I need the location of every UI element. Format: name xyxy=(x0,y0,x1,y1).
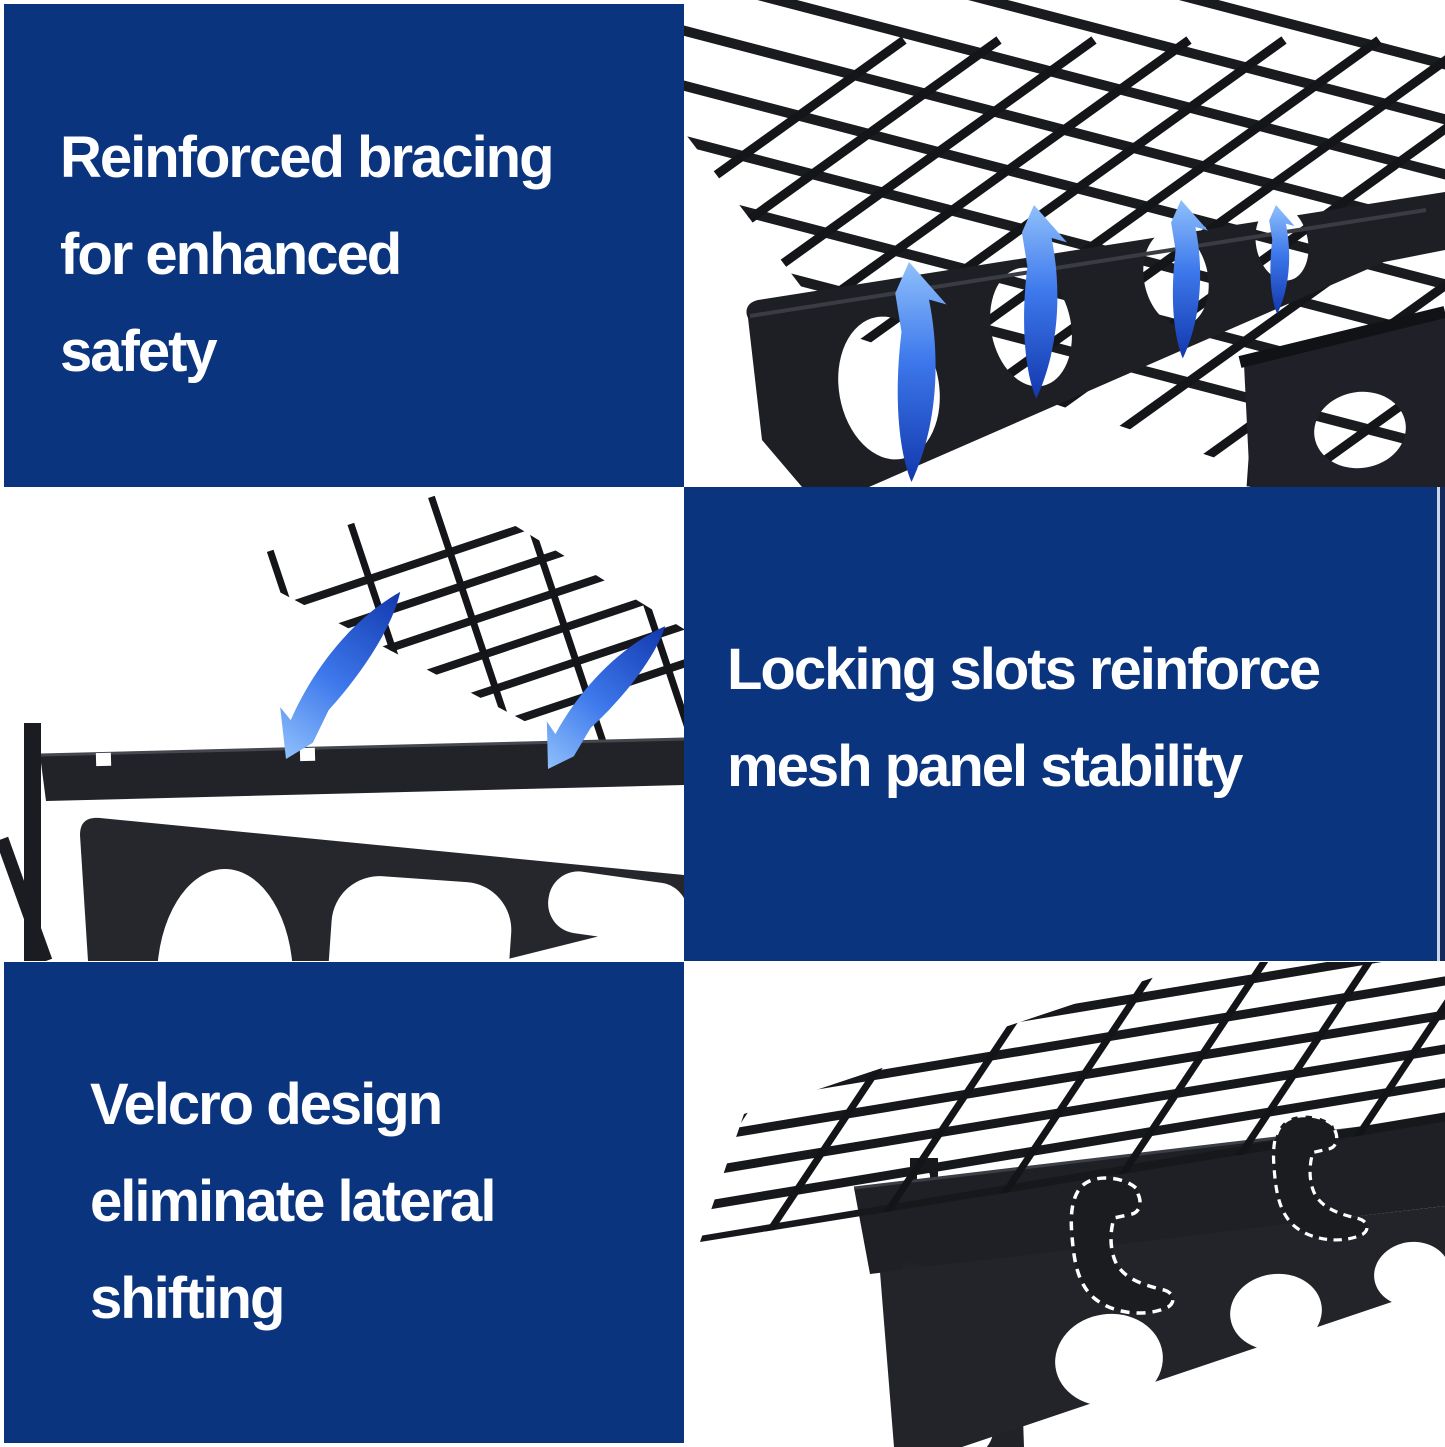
caption-locking-slots: Locking slots reinforce mesh panel stabi… xyxy=(727,621,1321,815)
panel-caption-locking-slots: Locking slots reinforce mesh panel stabi… xyxy=(684,487,1437,961)
bracket-band xyxy=(80,817,684,961)
bracing-bracket xyxy=(880,1206,1445,1447)
panel-edge-light xyxy=(1437,487,1440,961)
caption-line: shifting xyxy=(90,1266,285,1331)
caption-line: Reinforced bracing xyxy=(60,125,555,190)
caption-line: eliminate lateral xyxy=(90,1169,496,1234)
caption-line: Locking slots reinforce xyxy=(727,637,1321,702)
shelf-front-rail xyxy=(40,739,684,801)
bracket-edge-highlight xyxy=(749,208,1427,318)
panel-caption-reinforced-bracing: Reinforced bracing for enhanced safety xyxy=(4,4,684,487)
curved-arrow-down-icon xyxy=(257,573,413,767)
locking-slot xyxy=(299,747,316,762)
support-arm xyxy=(0,836,53,961)
caption-line: safety xyxy=(60,319,218,384)
locking-slot xyxy=(95,752,112,767)
caption-line: mesh panel stability xyxy=(727,734,1243,799)
panel-photo-locking-slots xyxy=(0,487,684,961)
panel-photo-velcro-straps xyxy=(684,962,1445,1447)
panel-caption-velcro-design: Velcro design eliminate lateral shifting xyxy=(4,962,684,1443)
caption-line: Velcro design xyxy=(90,1072,443,1137)
caption-line: for enhanced xyxy=(60,222,402,287)
velcro-straps-photo xyxy=(700,962,1445,1447)
panel-edge-dark xyxy=(1440,487,1445,961)
caption-reinforced-bracing: Reinforced bracing for enhanced safety xyxy=(60,109,555,400)
bracing-photo xyxy=(684,0,1445,487)
panel-photo-reinforced-bracing xyxy=(684,0,1445,487)
corner-bracket xyxy=(1238,306,1445,487)
caption-velcro-design: Velcro design eliminate lateral shifting xyxy=(90,1056,496,1347)
locking-slots-photo xyxy=(0,489,684,961)
